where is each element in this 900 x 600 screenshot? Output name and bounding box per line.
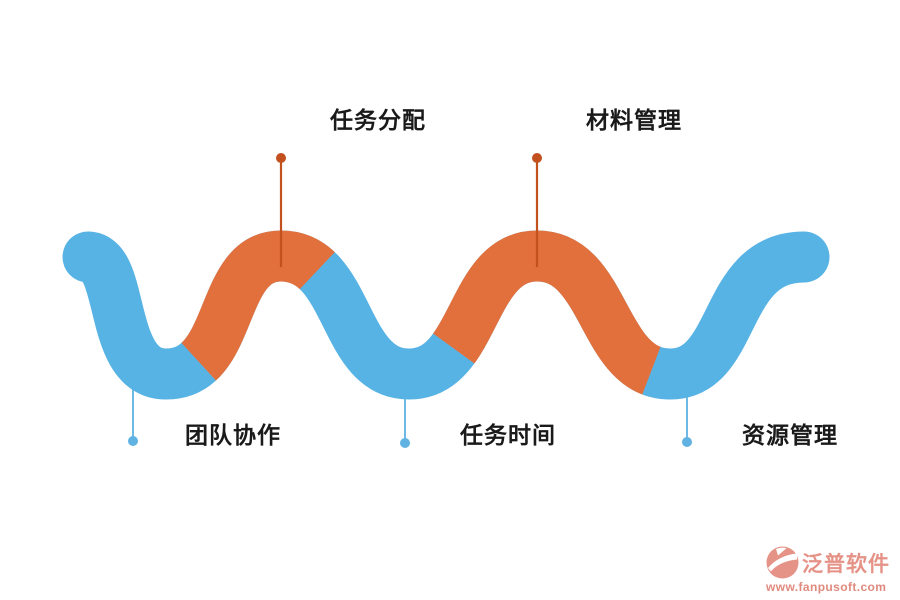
feature-label-task-time: 任务时间 [460, 422, 556, 448]
pin-dot-icon [682, 437, 692, 447]
brand-watermark: 泛普软件 www.fanpusoft.com [766, 546, 892, 594]
wave-path-orange-2 [432, 230, 663, 395]
brand-name: 泛普软件 [802, 552, 890, 576]
brand-url[interactable]: www.fanpusoft.com [766, 580, 887, 594]
wave-path-orange-1 [180, 230, 335, 381]
pin-dot-icon [400, 438, 410, 448]
feature-label-team-collaboration: 团队协作 [185, 422, 281, 448]
feature-label-task-assignment: 任务分配 [330, 107, 426, 133]
fanpu-circle-swoosh-icon [766, 546, 799, 579]
pin-dot-icon [128, 436, 138, 446]
feature-label-resource-management: 资源管理 [742, 422, 838, 448]
feature-label-material-management: 材料管理 [586, 107, 682, 133]
pin-dot-icon [276, 153, 286, 163]
pin-dot-icon [532, 153, 542, 163]
top-marker-group [276, 153, 542, 267]
wave-path-blue [62, 230, 830, 400]
